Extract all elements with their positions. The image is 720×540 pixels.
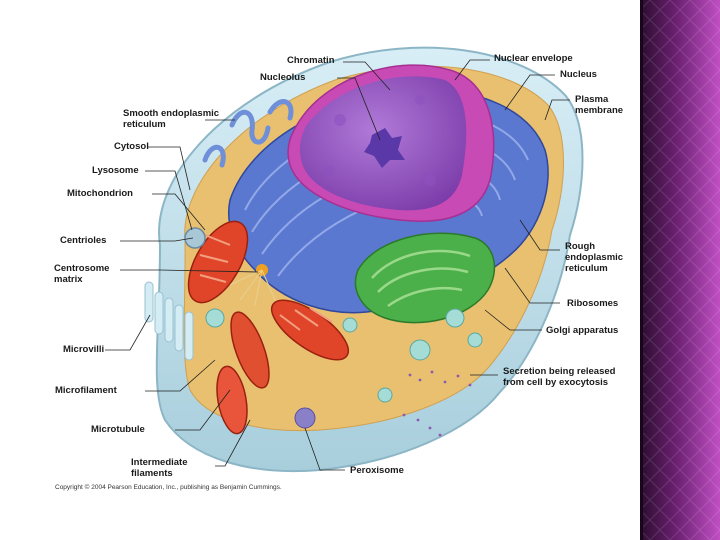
label-microtubule: Microtubule (91, 424, 145, 435)
label-centrosome-matrix: Centrosome matrix (54, 263, 110, 285)
mitochondrion-shape-3 (230, 311, 270, 389)
sidebar-pattern (640, 0, 720, 540)
lysosome-shape (184, 227, 206, 249)
leader-lines (105, 59, 570, 471)
label-centrioles: Centrioles (60, 235, 107, 246)
mitochondrion-shape (187, 220, 249, 304)
label-intermediate-filaments: Intermediate filaments (131, 457, 188, 479)
label-golgi-apparatus: Golgi apparatus (546, 325, 619, 336)
label-plasma-membrane: Plasma membrane (575, 94, 624, 116)
vesicles (205, 308, 483, 403)
centrosome-shape (229, 264, 276, 306)
label-nucleus: Nucleus (560, 69, 597, 80)
label-rough-er: Rough endoplasmic reticulum (565, 241, 624, 274)
golgi-shape (354, 232, 496, 324)
cell-diagram (105, 46, 584, 473)
label-peroxisome: Peroxisome (350, 465, 404, 476)
smooth-er-shape (202, 99, 294, 168)
label-microvilli: Microvilli (63, 344, 105, 355)
mitochondrion-shape-4 (216, 365, 248, 435)
label-mitochondrion: Mitochondrion (67, 188, 133, 199)
label-nuclear-envelope: Nuclear envelope (494, 53, 573, 64)
chromatin-shape (325, 95, 436, 186)
microvilli-shape (144, 281, 194, 361)
label-chromatin: Chromatin (287, 55, 335, 66)
secretion-particles (402, 370, 472, 437)
label-nucleolus: Nucleolus (260, 72, 306, 83)
copyright-text: Copyright © 2004 Pearson Education, Inc.… (55, 484, 282, 491)
label-lysosome: Lysosome (92, 165, 139, 176)
mitochondrion-shape-2 (270, 299, 350, 361)
peroxisome-shape (294, 407, 316, 429)
golgi-cisternae (371, 249, 471, 308)
label-cytosol: Cytosol (114, 141, 149, 152)
nucleolus-shape (364, 128, 405, 168)
label-ribosomes: Ribosomes (567, 298, 619, 309)
label-secretion: Secretion being released from cell by ex… (503, 366, 616, 388)
label-microfilament: Microfilament (55, 385, 117, 396)
label-smooth-er: Smooth endoplasmic reticulum (123, 108, 220, 130)
